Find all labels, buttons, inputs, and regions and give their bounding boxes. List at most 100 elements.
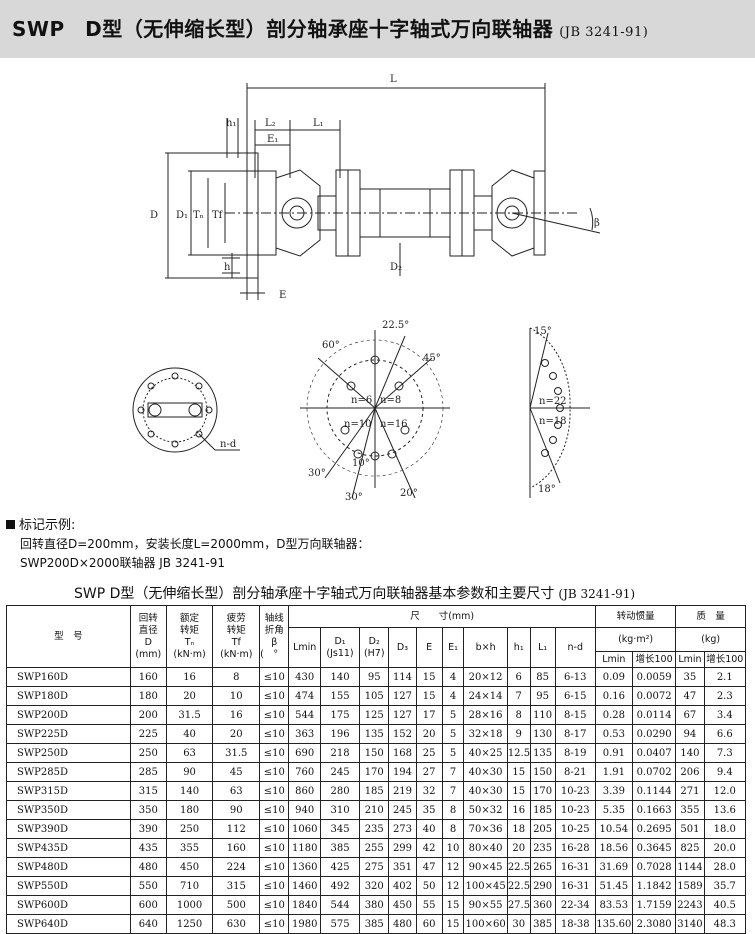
table-cell: 10-23 (554, 781, 596, 801)
table-cell: 35 (675, 667, 705, 687)
table-cell: 271 (675, 781, 705, 801)
example-line-2: SWP200D×2000联轴器 JB 3241-91 (20, 556, 225, 570)
label-Tn: Tₙ (193, 210, 204, 221)
label-n6: n=6 (351, 395, 372, 406)
title-standard: (JB 3241-91) (559, 25, 649, 40)
table-cell: 206 (675, 762, 705, 782)
table-cell: 0.91 (594, 743, 633, 763)
table-cell: 15 (415, 686, 443, 706)
table-cell: 8-21 (554, 762, 596, 782)
table-cell: 51.45 (594, 876, 633, 896)
table-cell: 28.0 (703, 857, 747, 877)
table-cell: 435 (129, 838, 167, 858)
table-cell: 48.3 (703, 914, 747, 934)
table-cell: ≤10 (259, 914, 290, 934)
table-cell: 1360 (288, 857, 321, 877)
label-n8: n=8 (380, 395, 401, 406)
table-cell: 5 (441, 743, 465, 763)
table-cell: 170 (529, 781, 556, 801)
table-cell: 7 (441, 762, 465, 782)
table-cell: 205 (529, 819, 556, 839)
drawing-text: L h₁ L₂ L₁ E₁ D D₁ Tₙ Tf D₂ h E β (150, 74, 600, 301)
table-cell: 450 (165, 857, 214, 877)
label-nd: n-d (220, 439, 237, 450)
label-D: D (150, 210, 158, 221)
table-cell: 150 (529, 762, 556, 782)
table-cell: 15 (506, 762, 531, 782)
label-angle-60: 60° (322, 340, 340, 351)
table-cell: 20.0 (703, 838, 747, 858)
table-cell: 8 (441, 819, 465, 839)
table-cell: 40×30 (463, 781, 508, 801)
label-n18: n=18 (539, 416, 567, 427)
table-cell: 275 (359, 857, 390, 877)
table-cell: 45 (212, 762, 261, 782)
table-cell: 175 (319, 705, 361, 725)
table-cell: 13.6 (703, 800, 747, 820)
col-L1: L₁ (529, 627, 556, 668)
table-cell: ≤10 (259, 724, 290, 744)
label-n16: n=16 (380, 419, 408, 430)
table-cell: 8 (212, 667, 261, 687)
table-cell: 83.53 (594, 895, 633, 915)
table-cell: ≤10 (259, 857, 290, 877)
table-cell: 16-31 (554, 857, 596, 877)
table-cell: 3.39 (594, 781, 633, 801)
table-cell: 0.09 (594, 667, 633, 687)
table-cell: ≤10 (259, 838, 290, 858)
table-cell: 16 (506, 800, 531, 820)
table-cell: 95 (359, 667, 390, 687)
table-cell: 140 (165, 781, 214, 801)
table-cell: 20×12 (463, 667, 508, 687)
table-cell: 200 (129, 705, 167, 725)
cell-model: SWP180D (6, 686, 131, 706)
label-angle-45: 45° (423, 353, 441, 364)
table-cell: 31.69 (594, 857, 633, 877)
table-cell: 47 (675, 686, 705, 706)
table-cell: 2.3 (703, 686, 747, 706)
table-cell: 185 (529, 800, 556, 820)
table-cell: 5 (441, 724, 465, 744)
table-cell: 32 (415, 781, 443, 801)
table-cell: 40.5 (703, 895, 747, 915)
table-cell: 16 (165, 667, 214, 687)
table-cell: 32×18 (463, 724, 508, 744)
table-cell: 12 (441, 876, 465, 896)
table-cell: ≤10 (259, 743, 290, 763)
table-cell: 0.0290 (631, 724, 677, 744)
table-cell: 12 (441, 857, 465, 877)
table-cell: 18-38 (554, 914, 596, 934)
table-cell: 6-15 (554, 686, 596, 706)
table-cell: 0.1663 (631, 800, 677, 820)
example-line-1: 回转直径D=200mm，安装长度L=2000mm，D型万向联轴器： (20, 537, 370, 551)
label-D2: D₂ (390, 262, 402, 273)
label-beta: β (594, 218, 600, 229)
label-angle-10: 10° (352, 458, 370, 469)
table-cell: 450 (388, 895, 417, 915)
table-cell: 480 (129, 857, 167, 877)
table-cell: 40×30 (463, 762, 508, 782)
table-cell: 140 (675, 743, 705, 763)
table-cell: 15 (441, 914, 465, 934)
label-angle-18: 18° (538, 484, 556, 495)
table-cell: 265 (529, 857, 556, 877)
marking-example: 标记示例: 回转直径D=200mm，安装长度L=2000mm，D型万向联轴器： … (6, 516, 369, 573)
cell-model: SWP250D (6, 743, 131, 763)
table-cell: 85 (529, 667, 556, 687)
table-cell: 425 (319, 857, 361, 877)
col-h1: h₁ (506, 627, 531, 668)
table-cell: 940 (288, 800, 321, 820)
table-cell: 0.0072 (631, 686, 677, 706)
table-cell: 50 (415, 876, 443, 896)
table-cell: 60 (415, 914, 443, 934)
cell-model: SWP480D (6, 857, 131, 877)
col-inertia-Lmin: Lmin (594, 651, 633, 668)
col-inertia-unit: (kg·m²) (594, 627, 677, 652)
table-cell: 70×36 (463, 819, 508, 839)
